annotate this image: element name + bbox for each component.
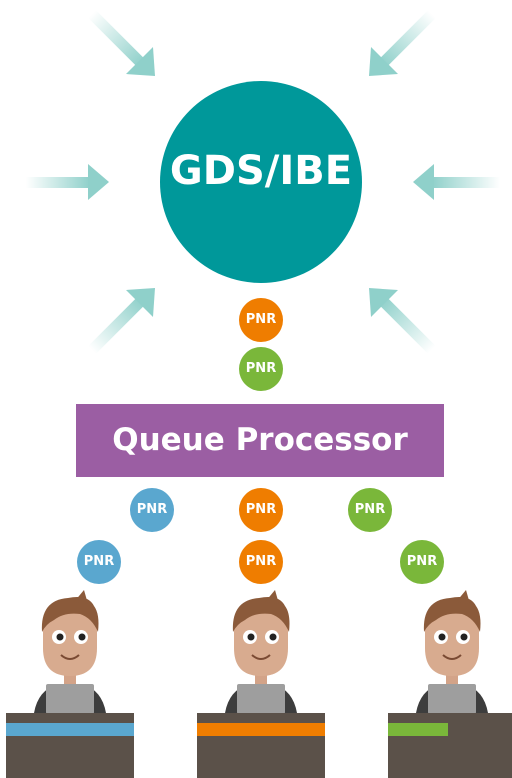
arrow-icon-right	[413, 164, 500, 200]
pnr-badge-orange: PNR	[239, 488, 283, 532]
arrow-icon-top-left	[88, 10, 155, 76]
pnr-badge-green: PNR	[400, 540, 444, 584]
pnr-badge-blue: PNR	[77, 540, 121, 584]
agent-center	[197, 590, 325, 778]
queue-processor-label: Queue Processor	[112, 422, 408, 458]
pnr-badge-green: PNR	[348, 488, 392, 532]
agent-right	[388, 590, 512, 778]
pnr-badge-orange: PNR	[239, 540, 283, 584]
queue-processor-box: Queue Processor	[76, 404, 444, 477]
arrow-icon-left	[26, 164, 109, 200]
arrow-icon-top-right	[369, 10, 436, 76]
desk-stripe	[388, 723, 448, 736]
person-icon	[34, 590, 106, 714]
pnr-badge-blue: PNR	[130, 488, 174, 532]
gds-ibe-hub	[160, 81, 362, 283]
hub-label: GDS/IBE	[169, 148, 353, 194]
desk	[197, 713, 325, 778]
arrow-icon-bottom-right	[369, 288, 436, 354]
desk	[388, 713, 512, 778]
pnr-badge-orange: PNR	[239, 298, 283, 342]
pnr-badge-green: PNR	[239, 347, 283, 391]
person-icon	[416, 590, 488, 714]
desk-stripe	[197, 723, 325, 736]
arrow-icon-bottom-left	[88, 288, 155, 354]
person-icon	[225, 590, 297, 714]
desk	[6, 713, 134, 778]
desk-stripe	[6, 723, 134, 736]
agent-left	[6, 590, 134, 778]
